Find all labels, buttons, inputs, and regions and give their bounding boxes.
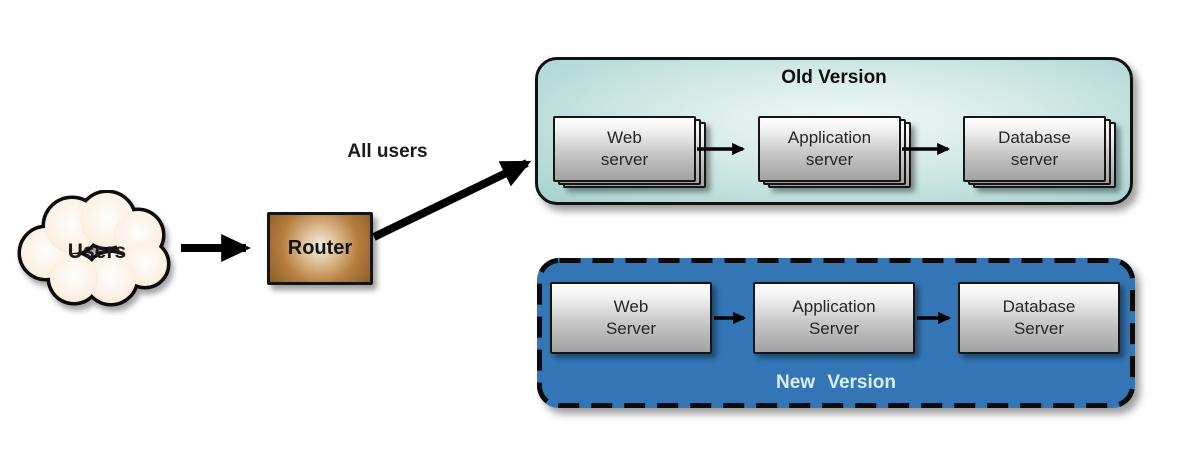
old-application-server-node: Application server xyxy=(758,116,911,188)
old-database-server-label: Database server xyxy=(998,128,1071,169)
users-label: Users xyxy=(67,240,127,264)
new-version-container: Web Server Application Server Database S… xyxy=(537,258,1135,408)
old-web-server-node: Web server xyxy=(553,116,706,188)
new-web-server-label: Web Server xyxy=(605,297,657,338)
new-application-server-node: Application Server xyxy=(753,282,915,354)
new-application-server-label: Application Server xyxy=(792,297,876,338)
old-database-server-node: Database server xyxy=(963,116,1116,188)
old-web-server-label: Web server xyxy=(600,128,649,169)
old-version-container: Old Version Web server Application serve… xyxy=(535,57,1133,205)
new-database-server-label: Database Server xyxy=(1002,297,1076,338)
new-database-server-node: Database Server xyxy=(958,282,1120,354)
new-version-title: New Version xyxy=(776,372,896,393)
router-node: Router xyxy=(267,212,373,285)
cloud-shape xyxy=(17,190,171,307)
arrow-router-to-old-version xyxy=(372,159,532,241)
users-cloud-node: Users xyxy=(14,190,180,316)
old-application-server-label: Application server xyxy=(787,128,872,169)
all-users-edge-label: All users xyxy=(347,141,428,162)
router-label: Router xyxy=(287,237,353,259)
dashed-border xyxy=(537,258,1135,408)
old-version-title: Old Version xyxy=(781,67,887,88)
new-web-server-node: Web Server xyxy=(550,282,712,354)
